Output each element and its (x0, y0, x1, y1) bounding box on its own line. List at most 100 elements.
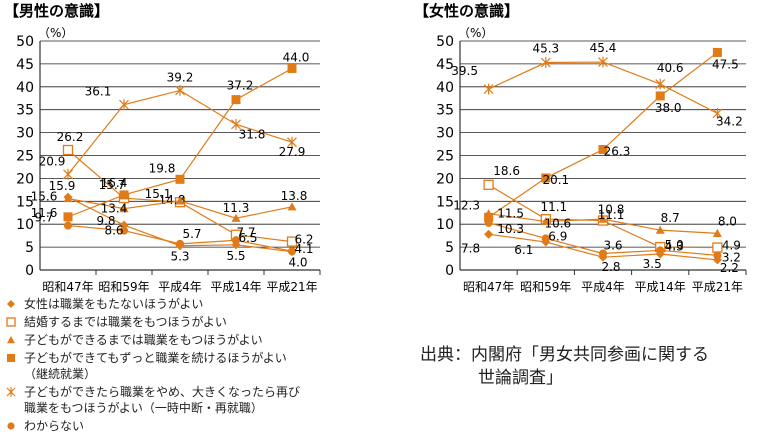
legend-marker-triangle (7, 336, 15, 344)
y-tick-label: 45 (16, 57, 34, 73)
y-tick-label: 40 (16, 80, 34, 96)
legend-item: 子どもができるまでは職業をもつほうがよい (4, 332, 304, 348)
data-label: 10.6 (544, 216, 571, 230)
marker-triangle (712, 228, 722, 237)
marker-star (655, 78, 666, 90)
y-tick-label: 25 (436, 149, 454, 165)
legend-label: わからない (24, 419, 85, 433)
y-tick-label: 15 (436, 194, 454, 210)
data-label: 31.8 (239, 127, 266, 141)
marker-circle (541, 234, 550, 243)
data-label: 5.0 (665, 238, 684, 252)
y-tick-label: 20 (436, 171, 454, 187)
data-label: 7.7 (236, 226, 255, 240)
y-tick-label: 30 (436, 126, 454, 142)
data-label: 20.9 (39, 154, 66, 168)
legend-marker-square-filled (7, 354, 15, 362)
marker-triangle (119, 204, 129, 213)
data-label: 36.1 (85, 85, 112, 99)
data-label: 3.2 (722, 250, 741, 264)
data-label: 11.1 (598, 208, 625, 222)
y-tick-label: 0 (445, 263, 454, 279)
data-label: 39.2 (167, 70, 194, 84)
data-label: 9.7 (34, 211, 53, 225)
marker-diamond (484, 229, 494, 239)
marker-square-filled (175, 174, 185, 184)
data-label: 15.6 (31, 190, 58, 204)
marker-square-filled (484, 212, 494, 222)
legend-marker-circle (7, 422, 15, 430)
y-tick-label: 5 (25, 240, 34, 256)
data-label: 12.3 (453, 199, 480, 213)
marker-diamond (7, 300, 15, 308)
data-label: 38.0 (655, 101, 682, 115)
y-tick-label: 10 (436, 217, 454, 233)
marker-star (231, 118, 241, 130)
legend-label: 子どもができたら職業をやめ、大きくなったら再び職業をもつほうがよい（一時中断・再… (24, 385, 301, 415)
legend-marker-star (6, 387, 16, 397)
marker-circle (484, 218, 493, 227)
data-label: 44.0 (283, 50, 310, 64)
data-label: 8.0 (718, 214, 737, 228)
y-tick-label: 35 (16, 103, 34, 119)
x-tick-label: 昭和47年 (42, 280, 93, 294)
marker-square-open (62, 144, 74, 156)
marker-circle (598, 249, 608, 258)
data-label: 4.3 (665, 239, 684, 253)
data-label: 26.3 (604, 145, 631, 159)
marker-square-filled (7, 354, 15, 362)
marker-triangle (175, 196, 185, 205)
marker-circle (713, 251, 722, 260)
data-label: 13.8 (281, 189, 308, 203)
legend-item: 子どもができてもずっと職業を続けるほうがよい（継続就業） (4, 350, 304, 382)
x-tick-label: 昭和47年 (463, 280, 514, 294)
data-label: 45.4 (590, 41, 617, 55)
data-label: 11.3 (223, 201, 250, 215)
marker-circle (63, 221, 73, 230)
marker-circle (656, 246, 665, 255)
data-label: 34.2 (716, 114, 743, 128)
y-tick-label: 30 (16, 126, 34, 142)
legend: 女性は職業をもたないほうがよい 結婚するまでは職業をもつほうがよい 子どもができ… (4, 296, 304, 436)
marker-star (175, 85, 185, 96)
series-star: 20.936.139.231.827.9 (39, 70, 305, 180)
marker-star (540, 57, 551, 68)
data-label: 5.5 (226, 249, 245, 263)
data-label: 37.2 (227, 79, 254, 93)
data-label: 8.6 (104, 224, 123, 238)
y-tick-label: 50 (16, 34, 34, 50)
data-label: 6.1 (514, 243, 533, 257)
source-line-2: 世論調査」 (478, 368, 563, 388)
marker-star (63, 168, 73, 180)
chart-title: 【女性の意識】 (414, 2, 519, 20)
data-label: 11.6 (31, 206, 58, 220)
y-tick-label: 5 (445, 240, 454, 256)
legend-item: わからない (4, 418, 304, 434)
marker-triangle (231, 213, 241, 222)
y-tick-label: 50 (436, 34, 454, 50)
legend-label: 子どもができてもずっと職業を続けるほうがよい（継続就業） (24, 351, 287, 381)
data-label: 5.7 (182, 227, 201, 241)
data-label: 20.1 (542, 173, 569, 187)
data-label: 4.9 (722, 239, 741, 253)
data-label: 8.7 (661, 211, 680, 225)
y-tick-label: 15 (16, 194, 34, 210)
data-label: 10.8 (598, 203, 625, 217)
data-label: 18.6 (493, 164, 520, 178)
data-label: 11.5 (497, 206, 524, 220)
marker-triangle (287, 202, 297, 211)
marker-circle (7, 422, 15, 430)
marker-square-open (712, 242, 723, 253)
legend-label: 結婚するまでは職業をもつほうがよい (24, 315, 227, 329)
x-tick-label: 平成21年 (266, 280, 317, 294)
x-tick-label: 昭和59年 (98, 280, 149, 294)
marker-triangle (7, 336, 15, 344)
chart-male: 【男性の意識】（%）05101520253035404550昭和47年昭和59年… (4, 2, 321, 294)
series-triangle: 15.613.415.111.313.8 (31, 187, 308, 222)
data-label: 6.5 (238, 231, 257, 245)
legend-marker-diamond (7, 300, 15, 308)
